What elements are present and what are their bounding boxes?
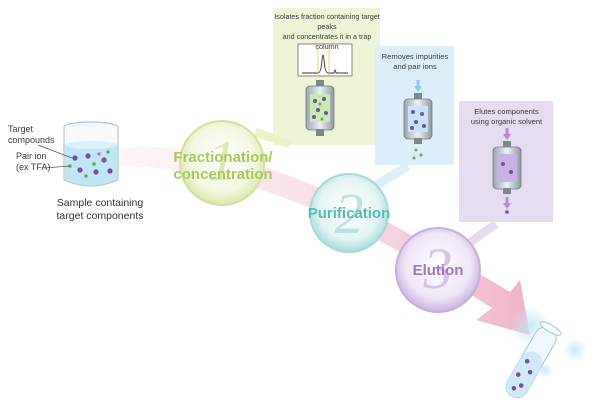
flow-arrow: [118, 147, 530, 335]
step2-circle: [309, 173, 389, 253]
step3-note: Elutes components using organic solvent: [470, 107, 543, 126]
pair-ion-label: Pair ion (ex TFA): [16, 151, 51, 172]
sample-beaker: [63, 121, 119, 187]
step1-label: Fractionation/ concentration: [173, 149, 273, 183]
step2-number: 2: [334, 181, 364, 246]
step2-leader: [369, 162, 411, 192]
target-compounds-label: Target compounds: [8, 124, 55, 145]
trap-column-2: [403, 80, 433, 160]
chromatogram: [297, 43, 353, 77]
step1-note: Isolates fraction containing target peak…: [274, 12, 380, 51]
step2-note: Removes impurities and pair ions: [381, 52, 449, 71]
beaker-particles: [68, 150, 113, 178]
step1-number: 1: [207, 128, 237, 193]
test-tube: [505, 306, 587, 399]
step1-leader: [253, 127, 292, 149]
pairion-leader-line: [43, 165, 71, 169]
trap-column-1: [305, 80, 335, 136]
sample-caption: Sample containing target components: [56, 197, 144, 222]
step3-number: 3: [423, 236, 453, 301]
step1-circle: [179, 120, 265, 206]
step3-circle: [395, 227, 481, 313]
trap-column-3: [492, 128, 522, 214]
step2-label: Purification: [307, 205, 391, 222]
step3-label: Elution: [412, 262, 464, 279]
target-leader-line: [37, 144, 73, 159]
